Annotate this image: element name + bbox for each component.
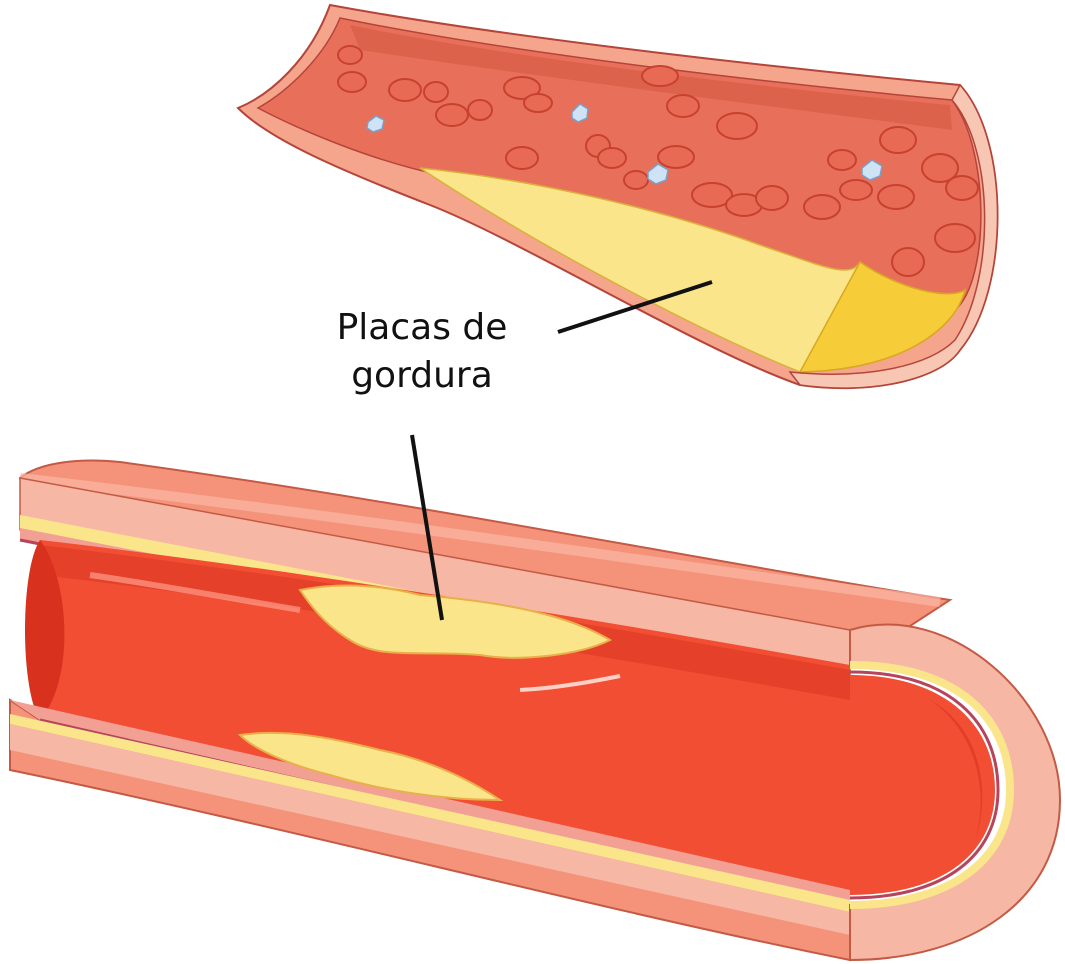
label-placas-de: Placas de <box>336 307 508 348</box>
leader-line-top <box>557 280 713 334</box>
narrowed-artery <box>236 3 999 390</box>
blood-cells <box>337 45 979 277</box>
artery-plaque-top <box>298 584 613 659</box>
platelets <box>366 103 883 185</box>
artery-plaque-bottom <box>237 731 504 802</box>
artery-lumen <box>40 540 850 905</box>
leader-line-bottom <box>410 434 444 621</box>
artery-cross-section <box>849 623 1062 962</box>
artery-section <box>9 459 1062 962</box>
label-gordura: gordura <box>351 355 493 396</box>
narrowed-artery-plaque-core <box>798 260 967 373</box>
